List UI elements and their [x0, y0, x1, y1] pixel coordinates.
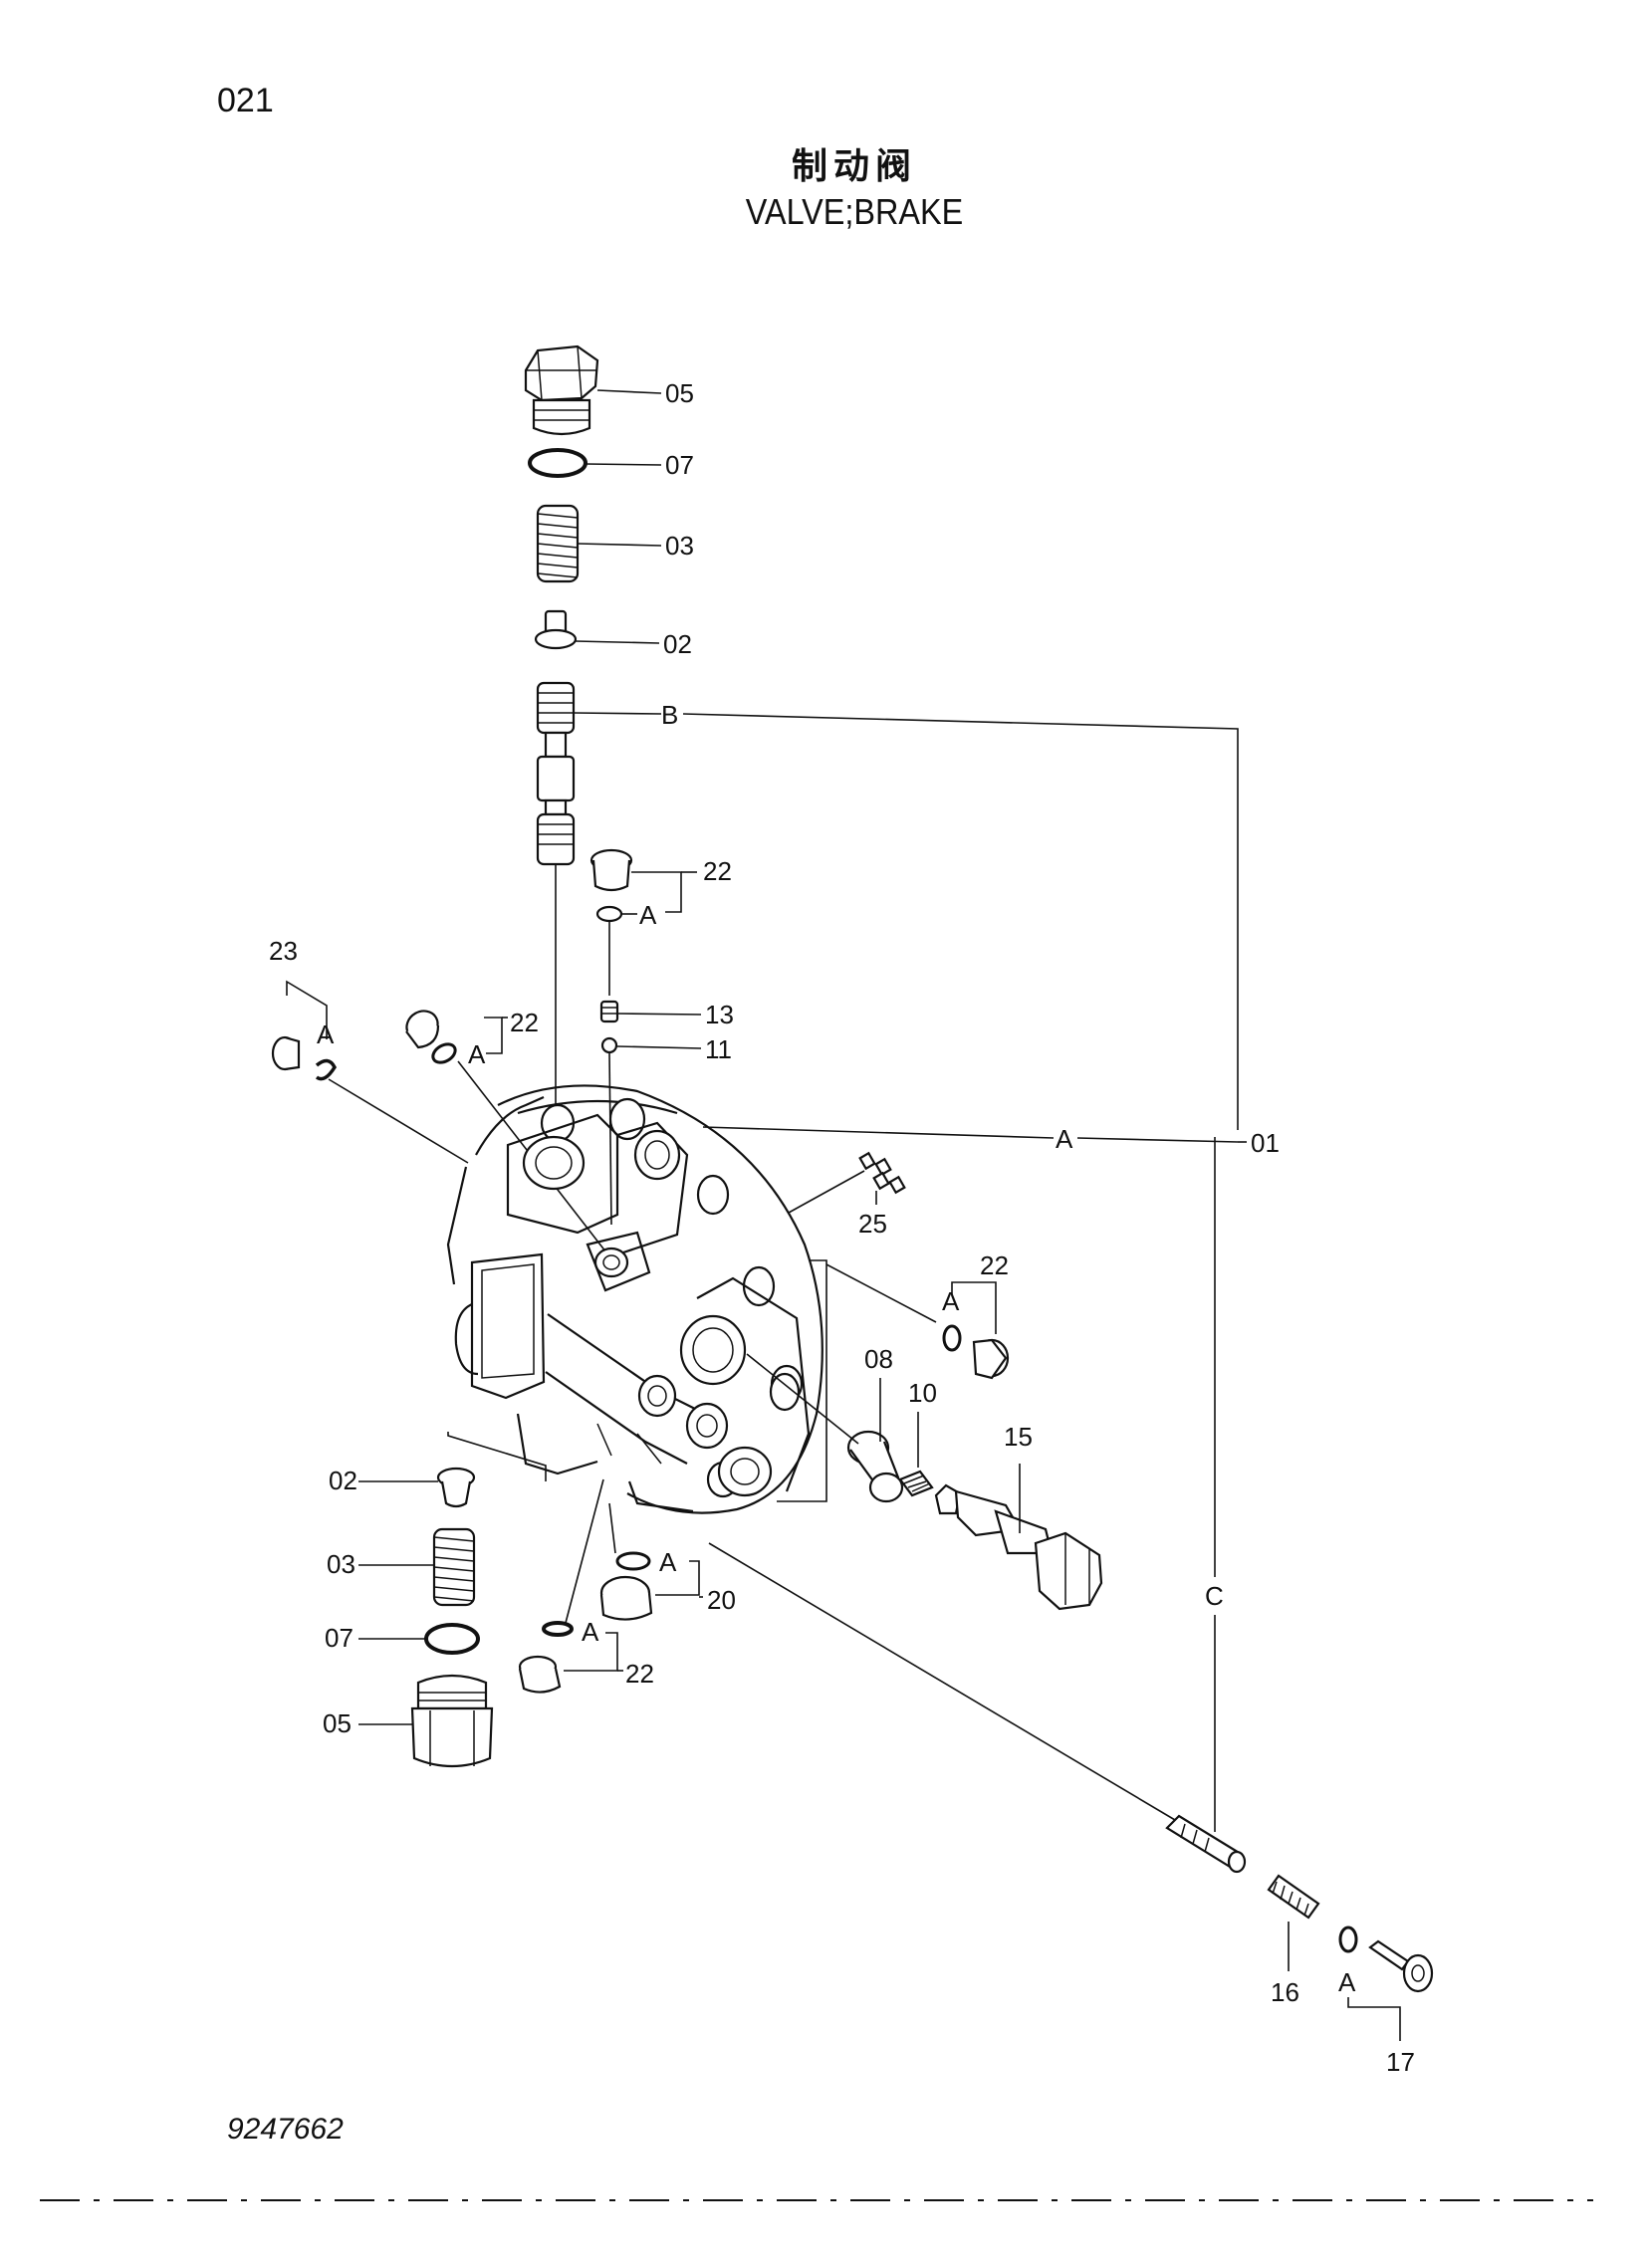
callout-A-22a: A: [639, 900, 657, 930]
o-ring-22-left: [431, 1042, 457, 1064]
cartridge-15: [934, 1483, 1103, 1611]
spool-C: [1165, 1814, 1247, 1874]
spring-16: [1267, 1874, 1320, 1920]
o-ring-20: [615, 1551, 651, 1571]
o-ring-07-top: [528, 448, 588, 478]
drawing-number: 9247662: [227, 2113, 344, 2146]
poppet-02-bottom: [436, 1467, 476, 1508]
callout-01: 01: [1251, 1128, 1280, 1158]
o-ring-22-right: [942, 1324, 962, 1352]
callout-A-01: A: [1056, 1124, 1073, 1154]
o-ring-22-lower: [542, 1621, 574, 1637]
callout-15: 15: [1004, 1422, 1033, 1452]
sleeve-08: [846, 1430, 904, 1503]
plug-20: [599, 1575, 653, 1621]
plug-22-right: [972, 1338, 1010, 1380]
callout-03-bottom: 03: [327, 1549, 355, 1579]
spring-10: [898, 1470, 934, 1497]
o-ring-22-upper: [595, 905, 623, 923]
ball-11: [600, 1036, 618, 1054]
callout-A-23: A: [317, 1020, 335, 1049]
callout-17: 17: [1386, 2047, 1415, 2077]
callout-22-a: 22: [703, 856, 732, 886]
callout-02-bottom: 02: [329, 1466, 357, 1495]
pins-25: [858, 1151, 906, 1195]
title-english: VALVE;BRAKE: [745, 191, 964, 232]
callout-02-top: 02: [663, 629, 692, 659]
callout-25: 25: [858, 1209, 887, 1239]
callout-10: 10: [908, 1378, 937, 1408]
o-ring-23: [315, 1058, 338, 1081]
plug-05-bottom: [410, 1674, 494, 1768]
callout-07-bottom: 07: [325, 1623, 353, 1653]
page-number: 021: [217, 82, 274, 119]
callout-11: 11: [705, 1034, 732, 1064]
plug-22-upper: [589, 848, 633, 892]
plug-23: [271, 1035, 301, 1071]
spring-03-bottom: [432, 1527, 476, 1607]
callout-07-top: 07: [665, 450, 694, 480]
callout-A-22b: A: [468, 1039, 486, 1069]
callout-05-bottom: 05: [323, 1708, 352, 1738]
callout-16: 16: [1271, 1977, 1299, 2007]
title-chinese: 制动阀: [791, 145, 917, 186]
callout-05-top: 05: [665, 378, 694, 408]
callout-A-20: A: [659, 1547, 677, 1577]
callout-22-b: 22: [510, 1008, 539, 1037]
valve-body-01: [446, 1084, 824, 1514]
plug-05-top: [524, 344, 599, 436]
plug-13: [599, 1000, 619, 1023]
plug-17: [1368, 1939, 1434, 1993]
callout-22-c: 22: [980, 1250, 1009, 1280]
o-ring-07-bottom: [424, 1623, 480, 1655]
callout-A-17: A: [1338, 1967, 1356, 1997]
poppet-02-top: [534, 609, 578, 650]
callout-13: 13: [705, 1000, 734, 1029]
callout-08: 08: [864, 1344, 893, 1374]
spring-03-top: [536, 504, 580, 583]
callout-A-22c: A: [942, 1286, 960, 1316]
callout-23: 23: [269, 936, 298, 966]
callout-22-d: 22: [625, 1659, 654, 1689]
plug-22-left: [405, 1010, 440, 1049]
callout-C: C: [1205, 1581, 1224, 1611]
callout-03-top: 03: [665, 531, 694, 561]
callout-A-22d: A: [582, 1617, 599, 1647]
callout-B: B: [661, 700, 678, 730]
callout-20: 20: [707, 1585, 736, 1615]
o-ring-17: [1338, 1926, 1358, 1953]
spool-assembly: [536, 681, 576, 866]
plug-22-lower: [518, 1655, 562, 1694]
